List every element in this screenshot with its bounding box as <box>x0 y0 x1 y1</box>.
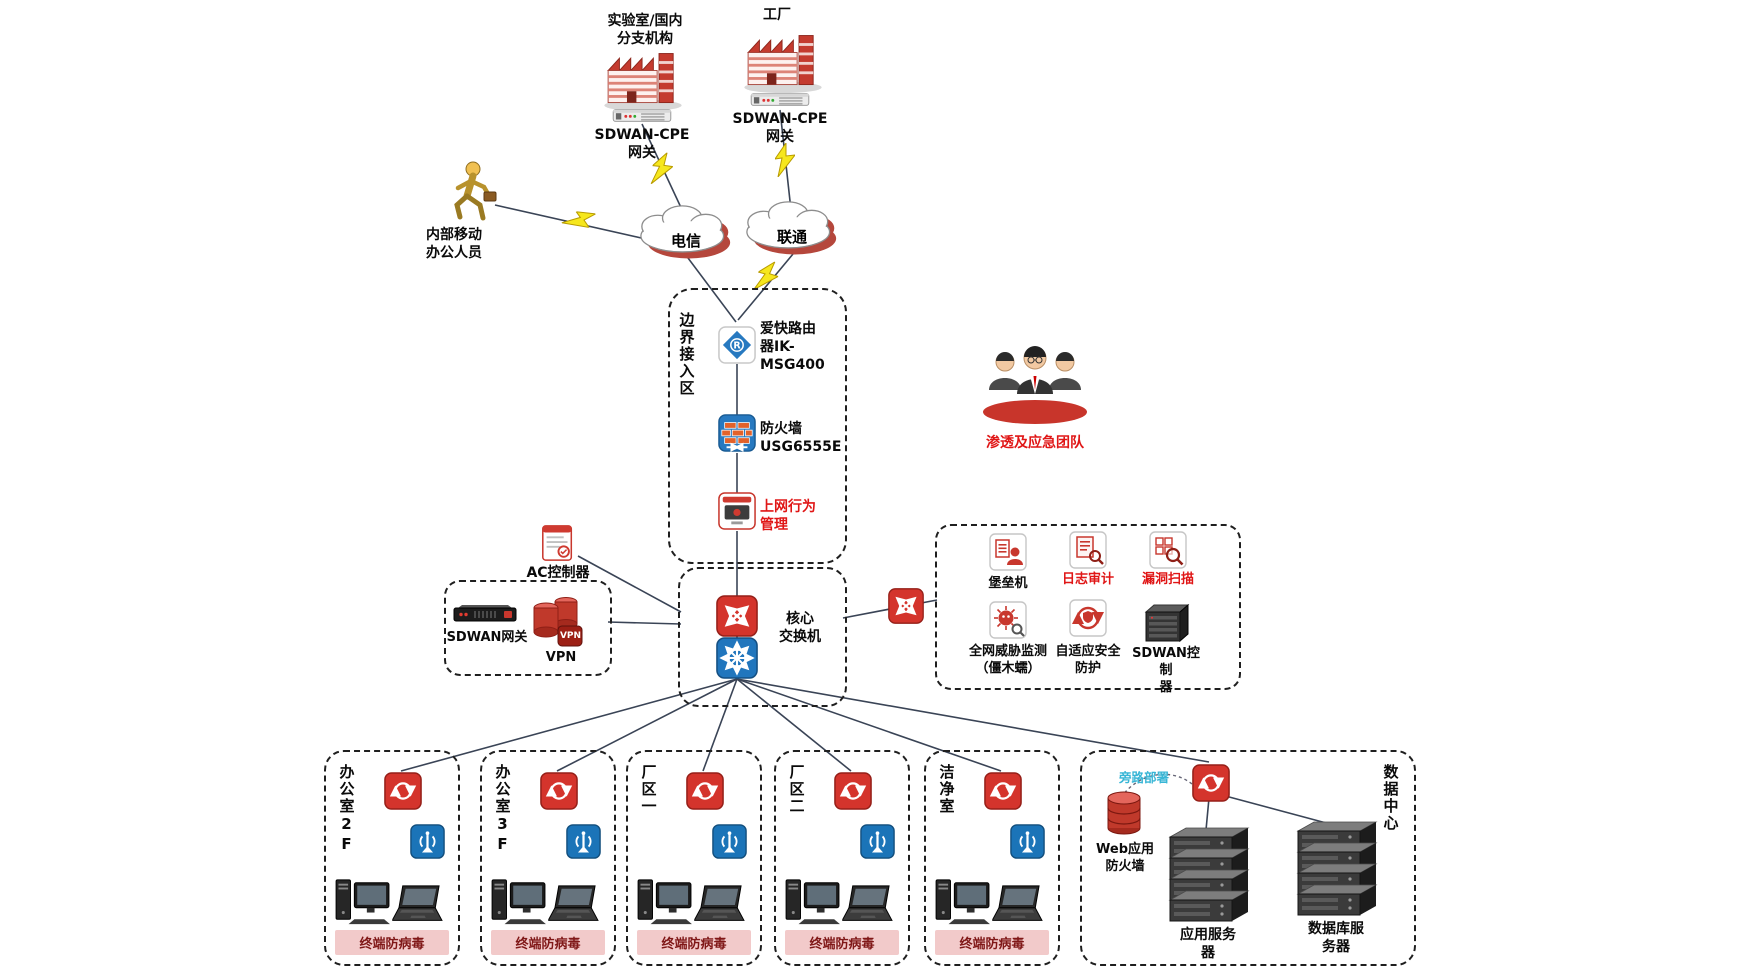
wireless-controller-icon <box>384 772 422 810</box>
pentest-team-label: 渗透及应急团队 <box>986 435 1084 451</box>
desktop-computer-icon <box>784 876 842 926</box>
desktop-computer-icon <box>636 876 694 926</box>
bastion-host-icon <box>988 532 1028 572</box>
sdwan-controller-icon <box>1140 602 1192 646</box>
endpoint-antivirus-label: 终端防病毒 <box>637 930 751 955</box>
zone-title: 洁净室 <box>937 764 956 815</box>
vpn-label: VPN <box>545 650 577 665</box>
branch-label: 实验室/国内 分支机构 <box>607 13 683 48</box>
laptop-icon <box>694 884 748 928</box>
ikuai-router-label: 爱快路由 器IK- MSG400 <box>760 321 825 374</box>
lightning-bolt-icon <box>560 204 600 238</box>
zone-clean-room: 洁净室 终端防病毒 <box>924 750 1060 966</box>
desktop-computer-icon <box>934 876 992 926</box>
endpoint-antivirus-label: 终端防病毒 <box>935 930 1049 955</box>
zone-factory-area-1: 厂区一 终端防病毒 <box>626 750 762 966</box>
branch-gateway-label: SDWAN-CPE 网关 <box>594 127 690 162</box>
sdwan-controller-label: SDWAN控制 器 <box>1132 646 1200 695</box>
lightning-bolt-icon <box>775 143 795 177</box>
branch-sdwan-cpe-icon <box>610 106 674 124</box>
waf-icon <box>1098 788 1150 838</box>
factory-sdwan-cpe-icon <box>748 90 812 108</box>
mobile-worker-label: 内部移动 办公人员 <box>426 227 482 262</box>
sdwan-gateway-icon <box>452 604 518 624</box>
wifi-ap-icon <box>712 824 747 859</box>
sdwan-vpn-box <box>444 580 612 676</box>
sdwan-gateway-label: SDWAN网关 <box>446 630 528 645</box>
zone-office-2f: 办公室2F 终端防病毒 <box>324 750 460 966</box>
behavior-management-icon <box>718 492 756 530</box>
factory-building-icon <box>738 28 828 94</box>
vulnerability-scan-icon <box>1148 530 1188 570</box>
threat-monitor-icon <box>988 600 1028 640</box>
laptop-icon <box>992 884 1046 928</box>
core-switch-box <box>678 567 847 707</box>
behavior-management-label: 上网行为 管理 <box>760 499 816 534</box>
bastion-host-label: 堡垒机 <box>988 576 1028 591</box>
factory-label: 工厂 <box>763 7 791 23</box>
wireless-controller-icon <box>540 772 578 810</box>
db-server-rack-icon <box>1290 820 1382 918</box>
security-tools-box <box>935 524 1241 690</box>
mobile-worker-icon <box>446 160 502 224</box>
zone-title: 厂区一 <box>639 764 658 815</box>
zone-title: 厂区二 <box>787 764 806 815</box>
datacenter-title: 数据中心 <box>1381 764 1400 832</box>
datacenter-switch-icon <box>1192 764 1230 802</box>
adaptive-security-label: 自适应安全 防护 <box>1055 644 1121 676</box>
wifi-ap-icon <box>410 824 445 859</box>
desktop-computer-icon <box>490 876 548 926</box>
firewall-label: 防火墙 USG6555E <box>760 421 842 456</box>
adaptive-security-icon <box>1068 598 1108 638</box>
waf-label: Web应用 防火墙 <box>1096 842 1154 874</box>
border-access-zone-title: 边界接入区 <box>677 312 696 397</box>
laptop-icon <box>392 884 446 928</box>
vpn-badge: VPN <box>559 631 582 641</box>
threat-monitor-label: 全网威胁监测 （僵木蠕） <box>968 644 1047 676</box>
zone-title: 办公室3F <box>493 764 512 855</box>
border-access-zone-box <box>668 288 847 564</box>
wifi-ap-icon <box>1010 824 1045 859</box>
wireless-controller-icon <box>984 772 1022 810</box>
bypass-deploy-label: 旁路部署 <box>1118 770 1169 785</box>
endpoint-antivirus-label: 终端防病毒 <box>491 930 605 955</box>
wireless-controller-icon <box>834 772 872 810</box>
log-audit-label: 日志审计 <box>1061 572 1114 587</box>
laptop-icon <box>548 884 602 928</box>
core-router-icon <box>716 637 758 679</box>
core-switch-icon <box>716 595 758 637</box>
wifi-ap-icon <box>860 824 895 859</box>
zone-title: 办公室2F <box>337 764 356 855</box>
factory-gateway-label: SDWAN-CPE 网关 <box>732 111 828 146</box>
unicom-cloud: 联通 <box>742 200 842 262</box>
telecom-cloud: 电信 <box>636 204 736 266</box>
app-server-label: 应用服务 器 <box>1180 927 1236 962</box>
vulnerability-scan-label: 漏洞扫描 <box>1141 572 1194 587</box>
firewall-icon <box>718 414 756 452</box>
topology-links <box>400 109 1331 831</box>
branch-building-icon <box>598 46 688 112</box>
wifi-ap-icon <box>566 824 601 859</box>
core-switch-label: 核心 交换机 <box>779 611 821 646</box>
unicom-cloud-label: 联通 <box>776 228 807 246</box>
endpoint-antivirus-label: 终端防病毒 <box>335 930 449 955</box>
ikuai-router-icon <box>718 326 756 364</box>
zone-factory-area-2: 厂区二 终端防病毒 <box>774 750 910 966</box>
log-audit-icon <box>1068 530 1108 570</box>
laptop-icon <box>842 884 896 928</box>
bypass-dotted-link <box>1121 773 1193 797</box>
desktop-computer-icon <box>334 876 392 926</box>
zone-datacenter: 旁路部署 Web应用 防火墙 应用服务 器 数据库服 务器 数据中心 <box>1080 750 1416 966</box>
zone-office-3f: 办公室3F 终端防病毒 <box>480 750 616 966</box>
db-server-label: 数据库服 务器 <box>1308 921 1364 956</box>
telecom-cloud-label: 电信 <box>670 232 701 250</box>
endpoint-antivirus-label: 终端防病毒 <box>785 930 899 955</box>
wireless-controller-icon <box>686 772 724 810</box>
pentest-team-icon <box>975 330 1095 430</box>
app-server-rack-icon <box>1162 826 1254 924</box>
ac-controller-icon <box>539 524 577 562</box>
ac-controller-label: AC控制器 <box>526 565 590 581</box>
aggregation-switch-icon <box>888 588 924 624</box>
